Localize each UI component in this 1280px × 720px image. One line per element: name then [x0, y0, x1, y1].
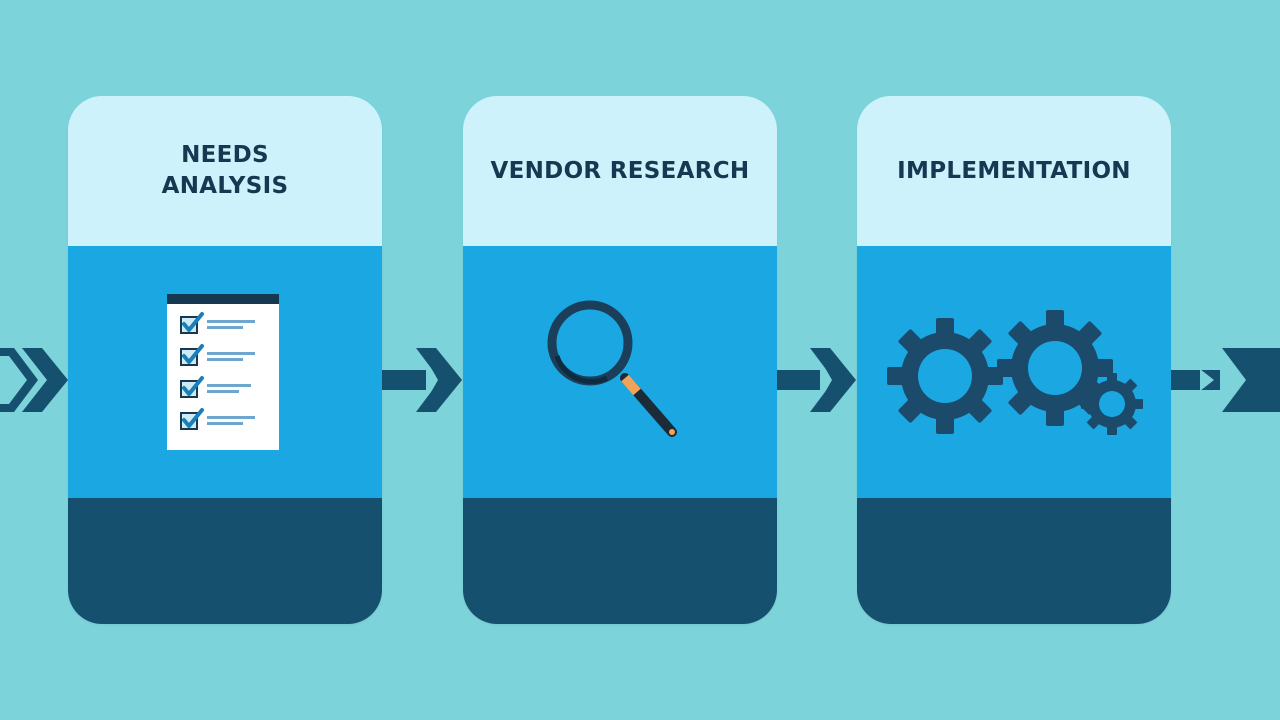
checklist-icon: [167, 294, 279, 450]
gears-icon: [887, 310, 1143, 435]
flow-arrow-1-2: [382, 348, 462, 412]
step-header: NEEDS ANALYSIS: [68, 96, 382, 246]
step-body: [463, 246, 777, 498]
step-body: [68, 246, 382, 498]
step-footer: [857, 498, 1171, 624]
step-title: NEEDS ANALYSIS: [161, 142, 289, 199]
step-body: [857, 246, 1171, 498]
step-title: IMPLEMENTATION: [897, 157, 1131, 184]
step-footer: [463, 498, 777, 624]
step-card-implementation: IMPLEMENTATION: [857, 96, 1171, 624]
step-card-needs-analysis: NEEDS ANALYSIS: [68, 96, 382, 624]
step-title: VENDOR RESEARCH: [490, 157, 750, 184]
step-card-vendor-research: VENDOR RESEARCH: [463, 96, 777, 624]
flow-arrow-start: [0, 348, 68, 412]
step-header: IMPLEMENTATION: [857, 96, 1171, 246]
step-footer: [68, 498, 382, 624]
step-header: VENDOR RESEARCH: [463, 96, 777, 246]
flow-arrow-end: [1170, 348, 1280, 412]
flow-arrow-2-3: [776, 348, 856, 412]
magnifying-glass-icon: [547, 300, 677, 437]
